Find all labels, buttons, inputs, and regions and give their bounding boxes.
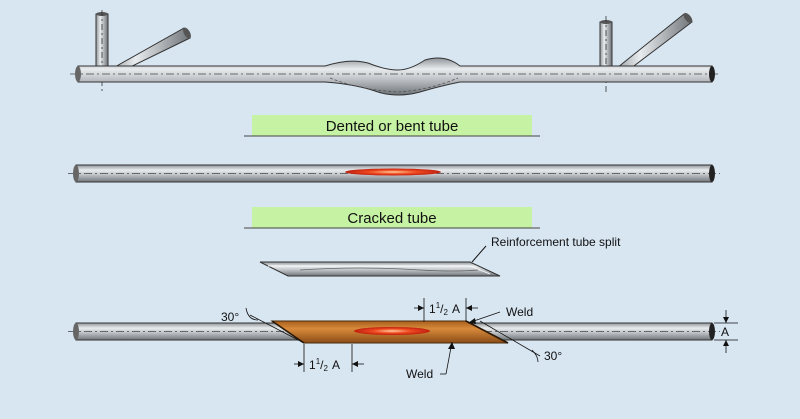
diameter-label: A: [721, 325, 729, 339]
banner-title: Dented or bent tube: [326, 118, 459, 135]
tube-end-cap: [709, 323, 715, 340]
arrowhead: [723, 340, 729, 346]
reinforcement-split-tube: Reinforcement tube split: [259, 235, 621, 277]
tube-end-cap: [683, 12, 693, 24]
banner-title: Cracked tube: [347, 210, 436, 227]
split-callout: Reinforcement tube split: [491, 235, 621, 249]
split-tube-body: [259, 261, 501, 277]
cracked-tube-assembly: [68, 164, 720, 183]
arrowhead: [448, 342, 455, 349]
angle-line-left: [249, 314, 305, 344]
angle-arc-right: [531, 349, 539, 363]
tube-end-cap: [73, 323, 79, 340]
tube-end-cap: [709, 66, 715, 82]
arrowhead: [466, 305, 472, 311]
tube-end-cap: [73, 165, 79, 182]
cracked-banner: Cracked tube: [244, 207, 540, 229]
crack-mark: [345, 168, 441, 176]
tube-end-cap: [709, 165, 715, 182]
diameter-dimension: A: [714, 310, 738, 353]
angle-label-left: 30°: [221, 310, 239, 324]
tube-end-cap: [183, 27, 191, 39]
banner-background: [252, 115, 532, 136]
split-edge: [299, 267, 479, 272]
arrowhead: [468, 318, 476, 324]
arrowhead: [352, 361, 358, 367]
tube-end-cap: [75, 66, 81, 82]
split-tube-highlight: [268, 265, 491, 275]
diagonal-tube-right: [610, 13, 693, 73]
weld-bead-right: [465, 320, 509, 344]
diagonal-tube-left: [104, 27, 191, 73]
crack-mark: [354, 327, 430, 335]
dented-banner: Dented or bent tube: [244, 115, 540, 137]
arrowhead: [723, 317, 729, 323]
weld-bead-left: [271, 320, 305, 344]
weld-callout-bottom: Weld: [406, 367, 433, 381]
split-leader-line: [471, 245, 487, 263]
banner-background: [252, 207, 532, 228]
dent-outline: [329, 77, 459, 93]
arrowhead: [298, 361, 304, 367]
weld-callout-top: Weld: [506, 305, 533, 319]
dented-main-tube: [77, 57, 713, 96]
arrowhead: [418, 305, 424, 311]
angle-line-right: [479, 320, 541, 357]
dented-tube-assembly: [70, 10, 720, 96]
angle-arc-left: [245, 307, 259, 321]
angle-label-right: 30°: [544, 349, 562, 363]
